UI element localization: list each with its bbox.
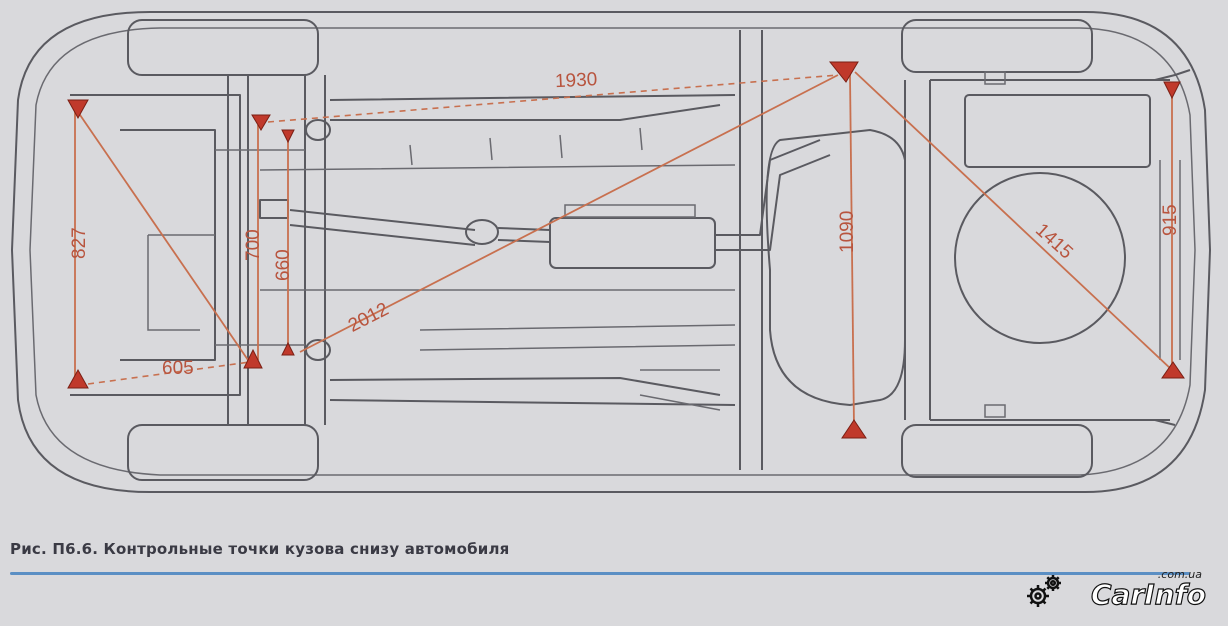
dim-line-605: [87, 361, 251, 385]
dim-label-1090: 1090: [837, 211, 858, 253]
marker-subframe-top: [251, 114, 271, 131]
marker-subframe-bottom: [243, 348, 263, 369]
wheels: [127, 19, 1093, 481]
dim-label-1930: 1930: [555, 69, 598, 92]
marker-tail-top: [1163, 81, 1181, 100]
floor-members: [329, 94, 736, 411]
dim-line-2012: [299, 74, 839, 353]
dim-line-1930: [267, 74, 839, 123]
rear-structure: [739, 30, 1191, 470]
dim-line-1090: [849, 74, 855, 429]
marker-front-left-bottom: [67, 368, 89, 389]
car-underbody-diagram: 1930 2012 827 700 660 605 1090 1415 915: [11, 11, 1211, 493]
dim-label-660: 660: [273, 249, 294, 281]
dim-label-700: 700: [243, 229, 264, 261]
dim-line-diag-front: [77, 111, 249, 361]
watermark-brand: CarInfo: [1090, 577, 1206, 611]
marker-inner-bottom: [281, 341, 295, 356]
marker-rear-bottom: [841, 419, 867, 439]
marker-inner-top: [281, 129, 295, 144]
marker-front-left-top: [67, 99, 89, 120]
dim-label-827: 827: [69, 227, 90, 259]
watermark: .com.ua CarInfo: [1020, 564, 1210, 616]
control-points: [67, 61, 1185, 439]
dim-label-2012: 2012: [345, 299, 392, 337]
dim-label-1415: 1415: [1031, 220, 1076, 264]
dim-line-1415: [854, 71, 1173, 371]
exhaust-system: [259, 139, 831, 291]
dim-label-915: 915: [1160, 204, 1181, 236]
front-subframe: [70, 75, 331, 425]
body-outline: [11, 11, 1211, 493]
dimension-labels: 1930 2012 827 700 660 605 1090 1415 915: [69, 69, 1181, 379]
dim-label-605: 605: [162, 358, 194, 379]
gears-icon: [1027, 575, 1061, 607]
marker-rear-top: [828, 61, 859, 83]
marker-tail-bottom: [1161, 361, 1185, 379]
caption-divider: [10, 572, 1190, 575]
watermark-domain: .com.ua: [1157, 568, 1202, 581]
dimension-lines: [74, 71, 1173, 429]
figure-caption: Рис. П6.6. Контрольные точки кузова сниз…: [10, 540, 510, 558]
